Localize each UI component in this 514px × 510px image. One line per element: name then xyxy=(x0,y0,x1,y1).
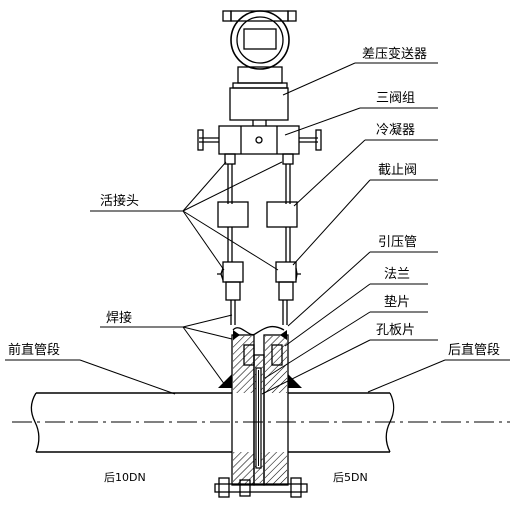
label-weld: 焊接 xyxy=(106,310,132,326)
label-impulse-pipe: 引压管 xyxy=(378,235,417,250)
label-flange: 法兰 xyxy=(384,267,410,282)
orifice-plate xyxy=(255,367,262,469)
three-valve-manifold xyxy=(197,120,322,165)
condensers xyxy=(217,201,298,228)
label-gasket: 垫片 xyxy=(384,294,410,310)
flange-bolts xyxy=(214,477,308,498)
transmitter xyxy=(222,10,297,121)
label-three-valve: 三阀组 xyxy=(376,91,415,106)
label-condenser: 冷凝器 xyxy=(376,122,415,138)
label-upstream-pipe: 前直管段 xyxy=(8,342,60,358)
label-downstream-length: 后5DN xyxy=(333,471,368,484)
label-downstream-pipe: 后直管段 xyxy=(448,343,500,358)
stop-valves xyxy=(217,261,301,301)
label-transmitter: 差压变送器 xyxy=(362,46,427,62)
label-orifice: 孔板片 xyxy=(376,323,415,338)
label-upstream-length: 后10DN xyxy=(104,471,146,484)
label-union: 活接头 xyxy=(100,193,139,209)
pipeline xyxy=(30,392,395,453)
label-stop-valve: 截止阀 xyxy=(378,163,417,178)
weld-marks xyxy=(218,330,302,388)
labels: 差压变送器 三阀组 冷凝器 截止阀 活接头 引压管 法兰 垫片 孔板片 焊接 前… xyxy=(8,46,500,484)
leader-lines xyxy=(5,62,510,395)
weld-connection xyxy=(232,326,285,336)
impulse-lines xyxy=(227,164,291,325)
